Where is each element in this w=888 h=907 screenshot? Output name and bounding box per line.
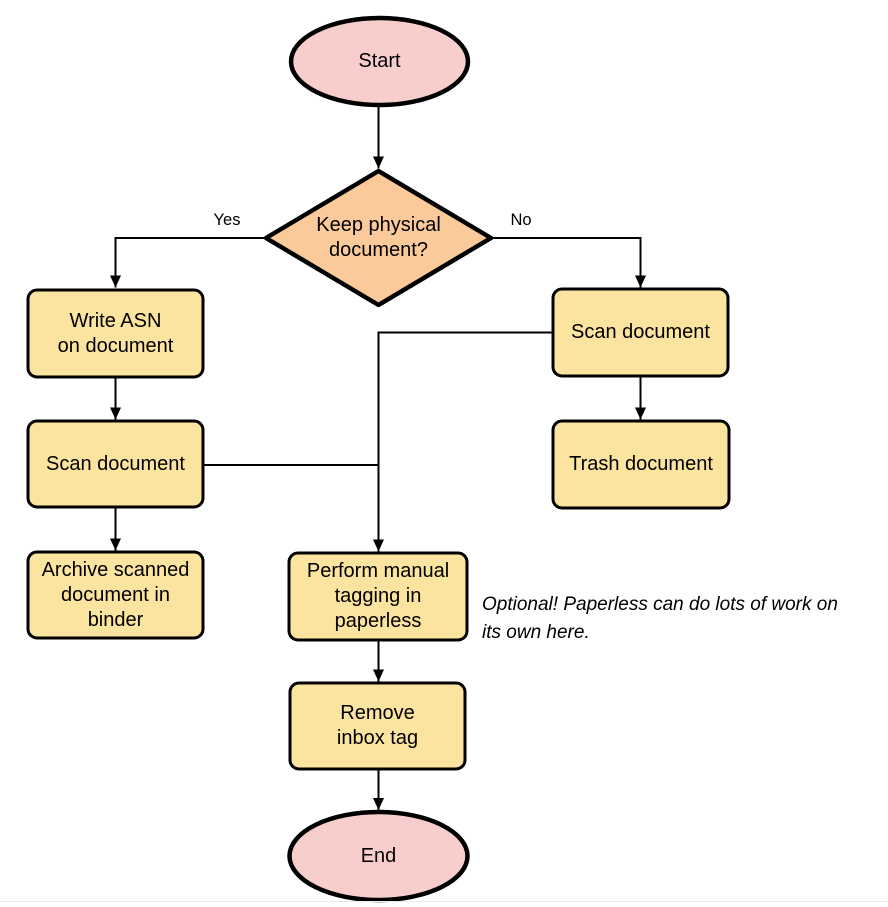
archive-node-label: Archive scanned document in binder	[41, 558, 190, 631]
trash-node-label: Trash document	[569, 453, 713, 475]
scan-left-node-label: Scan document	[46, 452, 185, 475]
edge-label-yes: Yes	[213, 211, 241, 229]
edge-no-decision-to-scan	[491, 237, 646, 288]
edge-scan-right-to-tagging	[373, 331, 553, 552]
end-node-shape	[287, 809, 470, 903]
tagging-node-shape	[287, 551, 469, 642]
edge-yes-decision-to-write-asn	[110, 237, 266, 288]
end-node-label: End	[360, 844, 397, 867]
trash-node-shape	[551, 419, 731, 510]
start-node-shape	[288, 15, 471, 108]
scan-left-node-shape	[26, 419, 205, 509]
remove-inbox-node-label: Remove inbox tag	[336, 702, 419, 749]
tagging-node-label: Perform manual tagging in paperless	[306, 560, 450, 632]
optional-annotation-text: Optional! Paperless can do lots of work …	[482, 594, 838, 643]
bottom-separator	[0, 901, 888, 902]
scan-right-node-shape	[551, 287, 730, 378]
decision-node-shape	[263, 168, 494, 308]
scan-right-node-label: Scan document	[571, 321, 710, 343]
write-asn-node-shape	[26, 288, 205, 379]
start-node-label: Start	[358, 50, 401, 72]
remove-inbox-node-shape	[288, 681, 467, 771]
write-asn-node-label: Write ASN on document	[57, 309, 174, 357]
edge-label-no: No	[510, 211, 532, 229]
decision-node-label: Keep physical document?	[316, 214, 441, 261]
archive-node-shape	[26, 550, 205, 640]
